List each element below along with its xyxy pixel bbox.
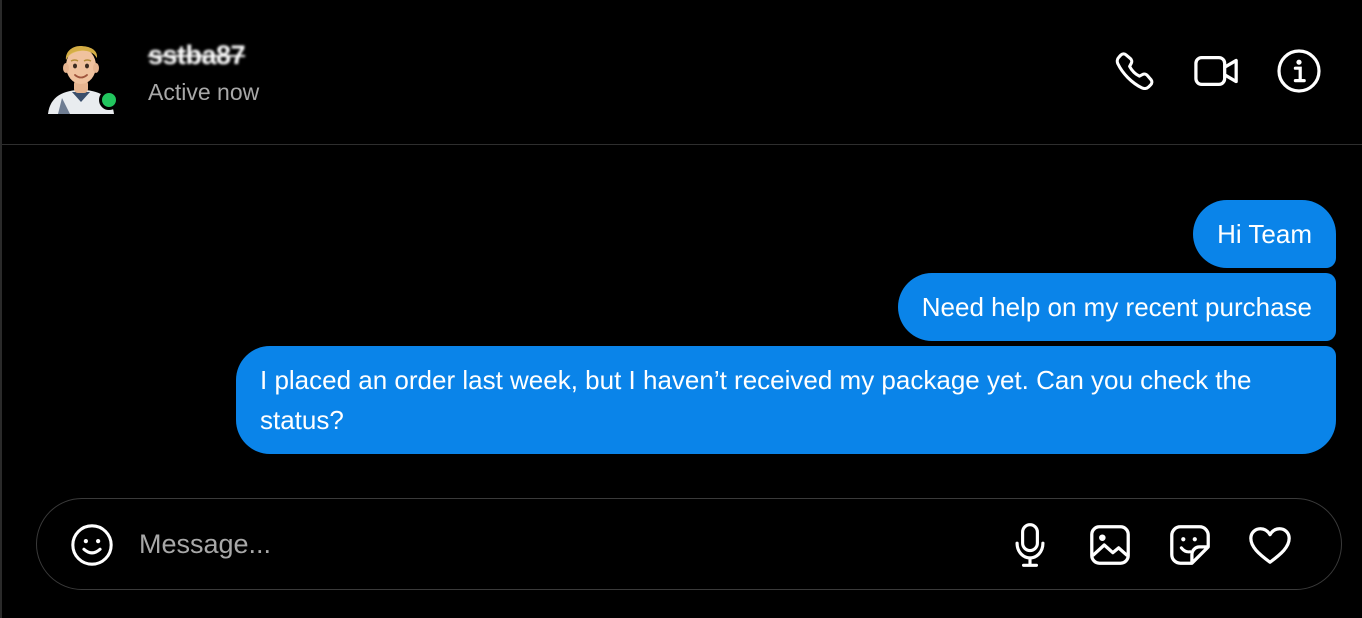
message-bubble-sent[interactable]: Hi Team bbox=[1193, 200, 1336, 268]
add-photo-button[interactable] bbox=[1087, 521, 1133, 569]
message-input[interactable] bbox=[139, 521, 959, 567]
message-composer bbox=[36, 498, 1342, 590]
emoji-icon bbox=[71, 524, 113, 566]
audio-call-button[interactable] bbox=[1110, 46, 1160, 96]
avatar-memoji-icon bbox=[48, 46, 114, 114]
sticker-icon bbox=[1170, 525, 1210, 565]
contact-username[interactable]: sstba87 bbox=[148, 40, 246, 70]
message-thread: Hi Team Need help on my recent purchase … bbox=[236, 200, 1336, 454]
sticker-button[interactable] bbox=[1167, 521, 1213, 569]
emoji-button[interactable] bbox=[69, 522, 115, 568]
composer-actions bbox=[1007, 521, 1293, 569]
like-button[interactable] bbox=[1247, 521, 1293, 569]
avatar[interactable] bbox=[42, 36, 120, 114]
voice-message-button[interactable] bbox=[1007, 521, 1053, 569]
heart-icon bbox=[1249, 527, 1291, 564]
conversation-info-button[interactable] bbox=[1274, 46, 1324, 96]
contact-status: Active now bbox=[148, 79, 260, 105]
message-bubble-sent[interactable]: I placed an order last week, but I haven… bbox=[236, 346, 1336, 454]
video-camera-icon bbox=[1194, 55, 1238, 87]
chat-header: sstba87 Active now bbox=[2, 0, 1362, 145]
image-icon bbox=[1090, 525, 1130, 565]
microphone-icon bbox=[1015, 523, 1045, 567]
phone-icon bbox=[1115, 52, 1154, 91]
info-icon bbox=[1277, 49, 1321, 93]
video-call-button[interactable] bbox=[1192, 46, 1242, 96]
message-bubble-sent[interactable]: Need help on my recent purchase bbox=[897, 273, 1336, 341]
online-status-dot bbox=[99, 90, 119, 110]
header-actions bbox=[1110, 46, 1324, 96]
